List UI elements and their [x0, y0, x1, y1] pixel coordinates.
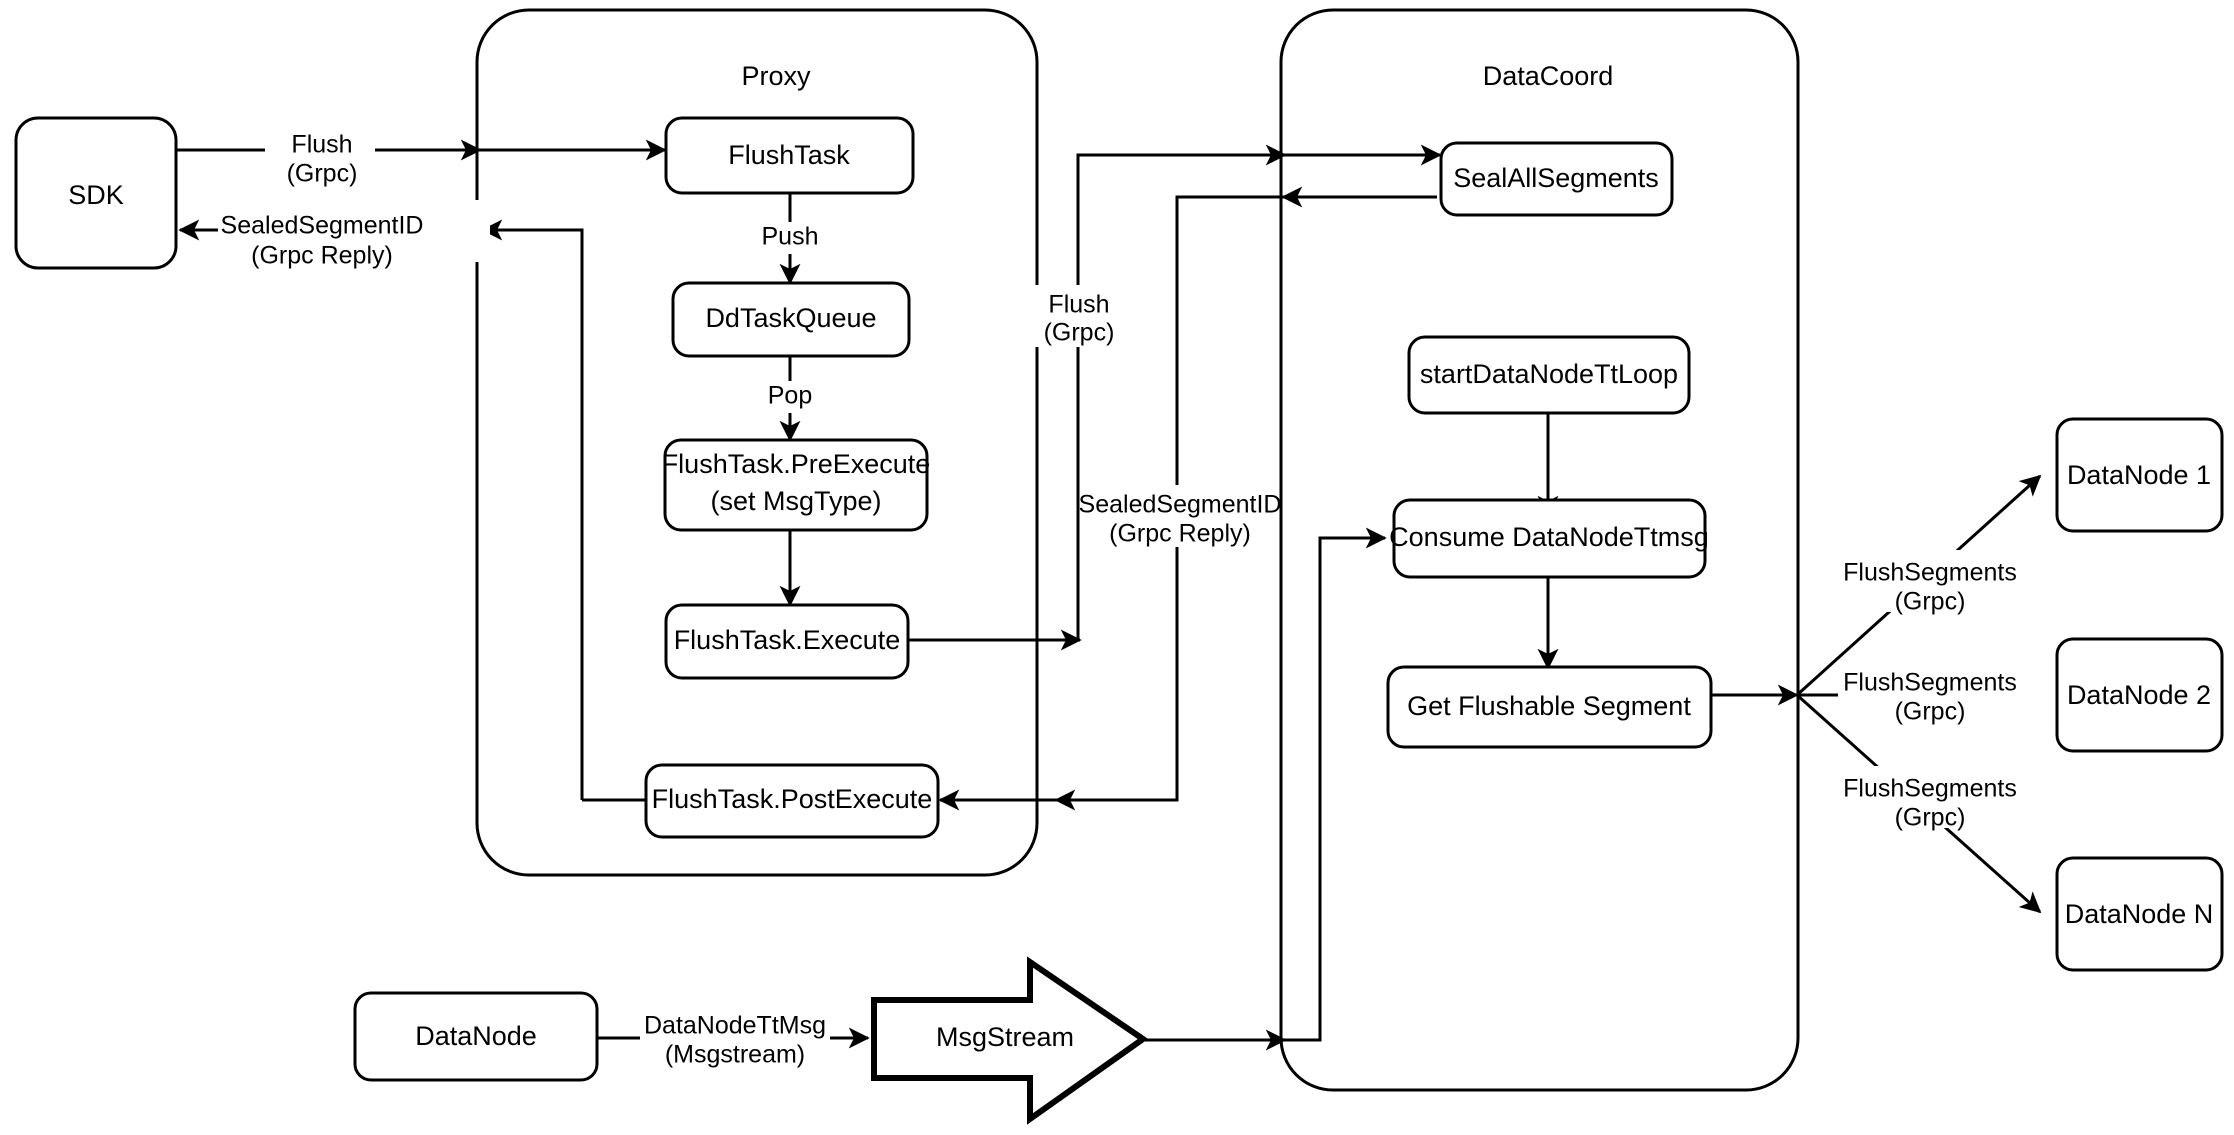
edge-label-pop: Pop	[756, 381, 826, 413]
datanode-n-box[interactable]	[2055, 856, 2224, 972]
getflushable-label: Get Flushable Segment	[1407, 691, 1691, 721]
sealallsegments-box[interactable]	[1439, 141, 1674, 217]
datanode-source-box[interactable]	[353, 991, 599, 1082]
node-datanode-source[interactable]: DataNode	[353, 991, 599, 1082]
edge-label-sdk-flush: Flush (Grpc)	[265, 120, 375, 188]
sdk-label: SDK	[68, 180, 124, 210]
node-datanode-1[interactable]: DataNode 1	[2055, 417, 2224, 533]
ttloop-box[interactable]	[1407, 335, 1691, 415]
postexecute-label: FlushTask.PostExecute	[652, 784, 933, 814]
edge-label-datanode-ttmsg: DataNodeTtMsg (Msgstream)	[640, 1006, 830, 1069]
node-flushtask[interactable]: FlushTask	[664, 116, 915, 195]
msgstream-arrow-shape[interactable]	[871, 956, 1149, 1125]
node-flushtask-preexecute[interactable]: FlushTask.PreExecute (set MsgType)	[662, 438, 931, 532]
edge-label-coord-reply-line2: (Grpc Reply)	[1109, 520, 1251, 548]
ddtaskqueue-box[interactable]	[671, 281, 911, 358]
node-sdk[interactable]: SDK	[14, 116, 178, 270]
preexecute-label-line1: FlushTask.PreExecute	[662, 449, 931, 479]
datanode-2-box[interactable]	[2055, 637, 2224, 753]
edge-label-fsn-line2: (Grpc)	[1895, 804, 1966, 832]
flushtask-box[interactable]	[664, 116, 915, 195]
edge-label-ttmsg-line1: DataNodeTtMsg	[644, 1012, 826, 1040]
execute-label: FlushTask.Execute	[674, 625, 901, 655]
node-consume-datanodettmsg[interactable]: Consume DataNodeTtmsg	[1389, 498, 1709, 579]
datanode-1-label: DataNode 1	[2067, 460, 2211, 490]
consume-box[interactable]	[1392, 498, 1707, 579]
datacoord-container-label: DataCoord	[1483, 61, 1614, 91]
edge-label-push: Push	[750, 222, 830, 254]
flushtask-label: FlushTask	[728, 140, 850, 170]
postexecute-box[interactable]	[644, 763, 940, 839]
edge-label-sdk-reply-line1: SealedSegmentID	[221, 212, 424, 240]
edge-label-sdk-reply: SealedSegmentID (Grpc Reply)	[218, 200, 490, 270]
datanode-source-label: DataNode	[415, 1021, 537, 1051]
ttloop-label: startDataNodeTtLoop	[1420, 359, 1678, 389]
getflushable-box[interactable]	[1386, 665, 1713, 749]
edge-label-sdk-reply-line2: (Grpc Reply)	[251, 242, 393, 270]
edge-label-flushsegments-2: FlushSegments (Grpc)	[1838, 660, 2048, 726]
node-get-flushable-segment[interactable]: Get Flushable Segment	[1386, 665, 1713, 749]
edge-label-coord-flush-line2: (Grpc)	[1044, 319, 1115, 347]
datanode-2-label: DataNode 2	[2067, 680, 2211, 710]
proxy-container-label: Proxy	[741, 61, 811, 91]
edge-label-fsn-line1: FlushSegments	[1843, 775, 2017, 803]
datanode-n-label: DataNode N	[2065, 899, 2214, 929]
consume-label: Consume DataNodeTtmsg	[1389, 522, 1709, 552]
edge-label-fs2-line2: (Grpc)	[1895, 698, 1966, 726]
node-datanode-2[interactable]: DataNode 2	[2055, 637, 2224, 753]
msgstream-label: MsgStream	[936, 1022, 1074, 1052]
preexecute-box[interactable]	[663, 438, 929, 532]
node-flushtask-execute[interactable]: FlushTask.Execute	[664, 603, 910, 680]
node-flushtask-postexecute[interactable]: FlushTask.PostExecute	[644, 763, 940, 839]
node-sealallsegments[interactable]: SealAllSegments	[1439, 141, 1674, 217]
edge-label-sdk-flush-line1: Flush	[291, 131, 352, 159]
ddtaskqueue-label: DdTaskQueue	[705, 303, 876, 333]
edge-label-coord-reply-line1: SealedSegmentID	[1079, 491, 1282, 519]
edge-label-coord-flush-line1: Flush	[1048, 291, 1109, 319]
preexecute-label-line2: (set MsgType)	[710, 486, 881, 516]
edge-label-ttmsg-line2: (Msgstream)	[665, 1041, 805, 1069]
node-datanode-n[interactable]: DataNode N	[2055, 856, 2224, 972]
execute-box[interactable]	[664, 603, 910, 680]
edge-label-fs1-line1: FlushSegments	[1843, 559, 2017, 587]
edge-label-pop-text: Pop	[768, 382, 812, 410]
datanode-1-box[interactable]	[2055, 417, 2224, 533]
edge-label-coord-reply: SealedSegmentID (Grpc Reply)	[1079, 485, 1282, 548]
node-msgstream[interactable]: MsgStream	[871, 956, 1149, 1125]
edge-label-coord-flush: Flush (Grpc)	[1023, 285, 1133, 347]
edge-label-fs1-line2: (Grpc)	[1895, 588, 1966, 616]
sdk-box[interactable]	[14, 116, 178, 270]
node-ddtaskqueue[interactable]: DdTaskQueue	[671, 281, 911, 358]
node-start-datanode-ttloop[interactable]: startDataNodeTtLoop	[1407, 335, 1691, 415]
edge-label-sdk-flush-line2: (Grpc)	[287, 160, 358, 188]
edge-label-fs2-line1: FlushSegments	[1843, 669, 2017, 697]
sealallsegments-label: SealAllSegments	[1453, 163, 1659, 193]
edge-label-flushsegments-1: FlushSegments (Grpc)	[1838, 550, 2048, 616]
edge-label-flushsegments-n: FlushSegments (Grpc)	[1838, 766, 2048, 832]
edge-label-push-text: Push	[762, 223, 819, 251]
